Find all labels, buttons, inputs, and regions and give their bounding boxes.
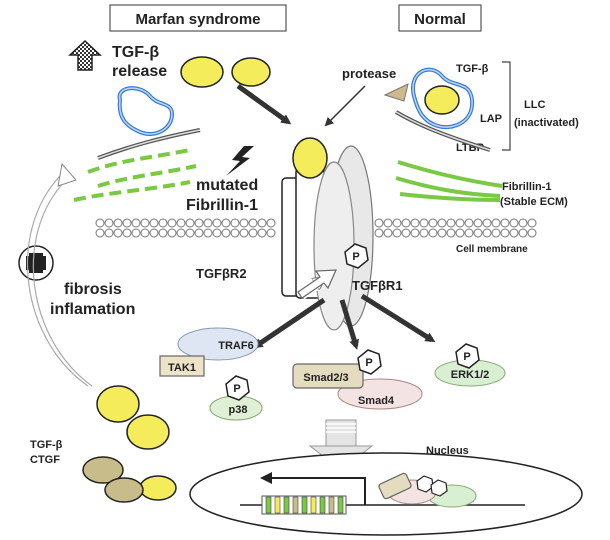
fibrillin-label-2: (Stable ECM) bbox=[500, 196, 568, 208]
to-traf6-arrow bbox=[252, 297, 326, 349]
protease-wedge-icon bbox=[383, 83, 409, 102]
secreted-tgfb-3 bbox=[139, 475, 177, 501]
llc-label-2: (inactivated) bbox=[514, 117, 579, 129]
fibrosis-label-2: inflamation bbox=[50, 301, 135, 318]
tgfbr2-label: TGFβR2 bbox=[196, 266, 247, 281]
receptor-bound-tgfb bbox=[292, 137, 328, 179]
tgfbr1-label: TGFβR1 bbox=[352, 278, 403, 293]
ctgf-label-1: TGF-β bbox=[30, 439, 63, 451]
tak1-label: TAK1 bbox=[168, 362, 196, 374]
mutated-fibrillin-fibers bbox=[73, 148, 197, 202]
traf6-label: TRAF6 bbox=[218, 340, 253, 352]
cell-membrane-label: Cell membrane bbox=[456, 244, 528, 255]
lightning-icon bbox=[226, 146, 254, 176]
release-to-receptor-arrow bbox=[236, 83, 292, 125]
traf6-node bbox=[177, 327, 259, 361]
to-smad-arrow bbox=[339, 299, 360, 350]
svg-text:P: P bbox=[233, 383, 240, 395]
activation-arrow bbox=[297, 269, 337, 299]
tgfb-release-label-2: release bbox=[112, 63, 167, 80]
mutated-label-2: Fibrillin-1 bbox=[186, 197, 258, 214]
marfan-lap bbox=[117, 86, 175, 136]
llc-label-1: LLC bbox=[524, 99, 545, 111]
cell-membrane bbox=[95, 218, 537, 238]
to-erk-arrow bbox=[360, 293, 436, 343]
fibrillin-label-1: Fibrillin-1 bbox=[502, 181, 552, 193]
phosphate-icon: P bbox=[225, 375, 250, 401]
lap-label: LAP bbox=[480, 113, 502, 125]
normal-header: Normal bbox=[398, 4, 482, 32]
phosphate-icon bbox=[430, 479, 448, 497]
ctgf-label-2: CTGF bbox=[30, 454, 60, 466]
tf-smad23 bbox=[378, 472, 412, 500]
phosphate-icon bbox=[416, 475, 434, 493]
feedback-arrow bbox=[26, 175, 89, 387]
released-tgfb-2 bbox=[231, 57, 271, 87]
svg-text:P: P bbox=[463, 351, 470, 363]
phosphate-icon: P bbox=[344, 243, 369, 269]
phosphate-icon: P bbox=[455, 343, 480, 369]
ctgf-1 bbox=[82, 456, 124, 484]
ctgf-2 bbox=[104, 477, 144, 503]
protease-label: protease bbox=[342, 66, 396, 81]
phosphate-icon: P bbox=[357, 349, 382, 375]
tgfb-release-label-1: TGF-β bbox=[112, 44, 159, 61]
secreted-tgfb-2 bbox=[126, 414, 170, 450]
smad23-node bbox=[292, 363, 364, 389]
erk-label: ERK1/2 bbox=[451, 369, 490, 381]
released-tgfb-1 bbox=[180, 56, 224, 88]
normal-ltbp bbox=[394, 110, 491, 152]
svg-text:P: P bbox=[352, 251, 359, 263]
smad23-label: Smad2/3 bbox=[303, 372, 348, 384]
marfan-header-label: Marfan syndrome bbox=[135, 11, 260, 28]
marfan-header: Marfan syndrome bbox=[109, 4, 287, 32]
mutated-label-1: mutated bbox=[196, 177, 258, 194]
transcription-start-arrow bbox=[272, 477, 366, 505]
smad4-label: Smad4 bbox=[358, 395, 395, 407]
llc-bracket bbox=[502, 61, 511, 151]
stable-fibrillin-fibers bbox=[395, 160, 503, 202]
up-arrow-icon bbox=[68, 39, 102, 71]
normal-header-label: Normal bbox=[414, 11, 466, 28]
secreted-tgfb-1 bbox=[96, 385, 140, 423]
plus-icon bbox=[18, 245, 54, 281]
gene-region bbox=[261, 495, 347, 515]
tak1-node bbox=[159, 355, 205, 377]
svg-text:P: P bbox=[365, 357, 372, 369]
nucleus-label: Nucleus bbox=[426, 445, 469, 457]
protease-arrow bbox=[324, 85, 366, 127]
fibrosis-label-1: fibrosis bbox=[64, 281, 122, 298]
latent-tgfb bbox=[424, 85, 460, 115]
p38-label: p38 bbox=[229, 404, 248, 416]
tgfb-llc-label: TGF-β bbox=[456, 63, 489, 75]
